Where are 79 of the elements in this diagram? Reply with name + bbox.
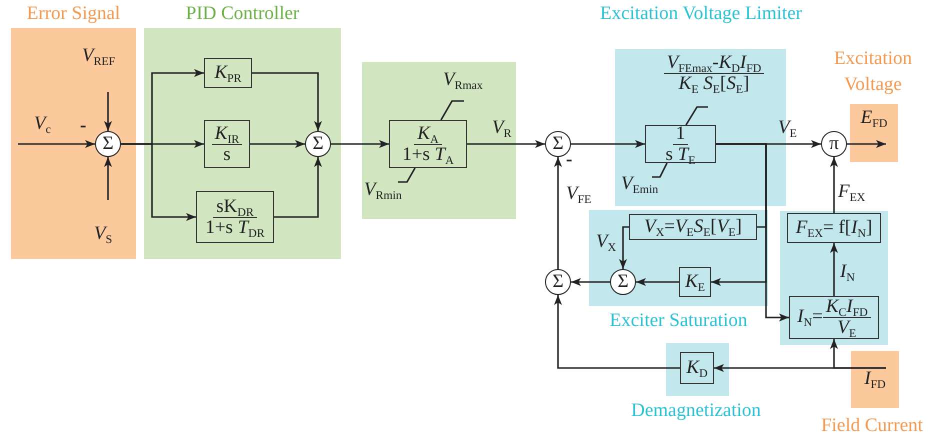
- arrow: [252, 72, 322, 131]
- arrow: [554, 157, 562, 269]
- panel-heading: Field Current: [820, 414, 924, 438]
- arrow: [274, 157, 322, 218]
- edge-label: V$_{S}$: [94, 224, 112, 243]
- edge-label: V$_{R}$: [492, 118, 512, 137]
- fraction-denominator: 1+s T$_{A}$: [401, 144, 455, 164]
- block-label: K$_{D}$: [686, 358, 708, 378]
- limit-denominator: K$_{E}$ S$_{E}$[S$_{E}$]: [678, 74, 750, 94]
- arrow: [554, 295, 680, 369]
- arrow: [331, 140, 389, 148]
- arrow: [847, 140, 886, 148]
- junction-symbol: Σ: [552, 272, 564, 292]
- panel-heading: Exciter Saturation: [608, 309, 748, 333]
- transfer-function-block: [679, 267, 711, 297]
- limit-label: V$_{Rmin}$: [364, 180, 402, 199]
- block-label: F$_{EX}$= f[I$_{N}$]: [796, 218, 872, 238]
- arrow: [830, 243, 838, 296]
- arrow: [18, 140, 95, 148]
- arrow: [714, 364, 886, 372]
- arrow: [467, 140, 545, 148]
- junction-symbol: Σ: [102, 134, 114, 154]
- arrow: [716, 143, 789, 322]
- fraction-numerator: 1: [672, 124, 688, 144]
- edge-label: V$_{REF}$: [82, 46, 116, 65]
- arrow: [104, 92, 112, 131]
- arrow: [636, 278, 679, 286]
- arrow: [830, 157, 838, 213]
- edge-label: V$_{c}$: [34, 114, 51, 133]
- edge-label: F$_{EX}$: [838, 182, 866, 201]
- signal-label: E$_{FD}$: [860, 108, 888, 132]
- block-label: K$_{PR}$: [214, 62, 242, 84]
- edge-label: I$_{N}$: [840, 262, 855, 281]
- transfer-function-block: [787, 213, 881, 243]
- arrow: [250, 140, 305, 148]
- panel-heading: PID Controller: [184, 2, 300, 26]
- transfer-function-block: [204, 58, 252, 88]
- transfer-function-block: [204, 120, 250, 168]
- panel-heading: Error Signal: [26, 2, 122, 26]
- block-label: V$_{X}$=V$_{E}$S$_{E}$[V$_{E}$]: [644, 216, 742, 238]
- sign-label: -: [566, 150, 572, 169]
- junction-symbol: Σ: [617, 272, 629, 292]
- arrow: [121, 143, 196, 221]
- arrow: [571, 140, 645, 148]
- junction-symbol: Σ: [312, 134, 324, 154]
- summing-junction: [545, 269, 571, 295]
- fraction-numerator: K$_{A}$: [414, 124, 442, 144]
- fraction-denominator: s: [222, 144, 232, 164]
- transfer-function-block: [789, 296, 879, 339]
- junction-symbol: π: [829, 134, 839, 154]
- panel-heading: Demagnetization: [630, 399, 762, 423]
- arrow: [104, 157, 112, 200]
- limit-numerator: V$_{FEmax}$-K$_{D}$I$_{FD}$: [664, 53, 764, 74]
- signal-label: I$_{FD}$: [863, 369, 887, 394]
- transfer-function-block: [389, 120, 467, 168]
- fraction-numerator: K$_{C}$I$_{FD}$: [822, 297, 871, 318]
- edge-label: V$_{X}$: [596, 232, 616, 251]
- transfer-function-block: [680, 352, 714, 384]
- arrow: [571, 278, 610, 286]
- fraction-denominator: V$_{E}$: [836, 318, 858, 338]
- block-label: I$_{N}$=: [797, 307, 823, 328]
- summing-junction: [545, 131, 571, 157]
- arrow: [619, 226, 629, 269]
- fraction-numerator: K$_{IR}$: [212, 124, 242, 144]
- summing-junction: [821, 131, 847, 157]
- limit-label: V$_{Emin}$: [621, 174, 658, 193]
- block-label: K$_{E}$: [685, 272, 705, 292]
- junction-symbol: Σ: [552, 134, 564, 154]
- limit-label: V$_{Rmax}$: [443, 70, 483, 89]
- fraction-numerator: sK$_{DR}$: [213, 196, 257, 218]
- fraction-denominator: 1+s T$_{DR}$: [204, 218, 266, 238]
- transfer-function-block: [196, 191, 274, 243]
- transfer-function-block: [629, 214, 757, 240]
- edge-label: V$_{FE}$: [566, 184, 592, 203]
- panel-heading: Excitation Voltage: [832, 47, 914, 97]
- edge-label: V$_{E}$: [778, 118, 797, 137]
- transfer-function-block: [645, 125, 716, 163]
- sign-label: -: [80, 116, 86, 135]
- panel-heading: Excitation Voltage Limiter: [599, 2, 803, 26]
